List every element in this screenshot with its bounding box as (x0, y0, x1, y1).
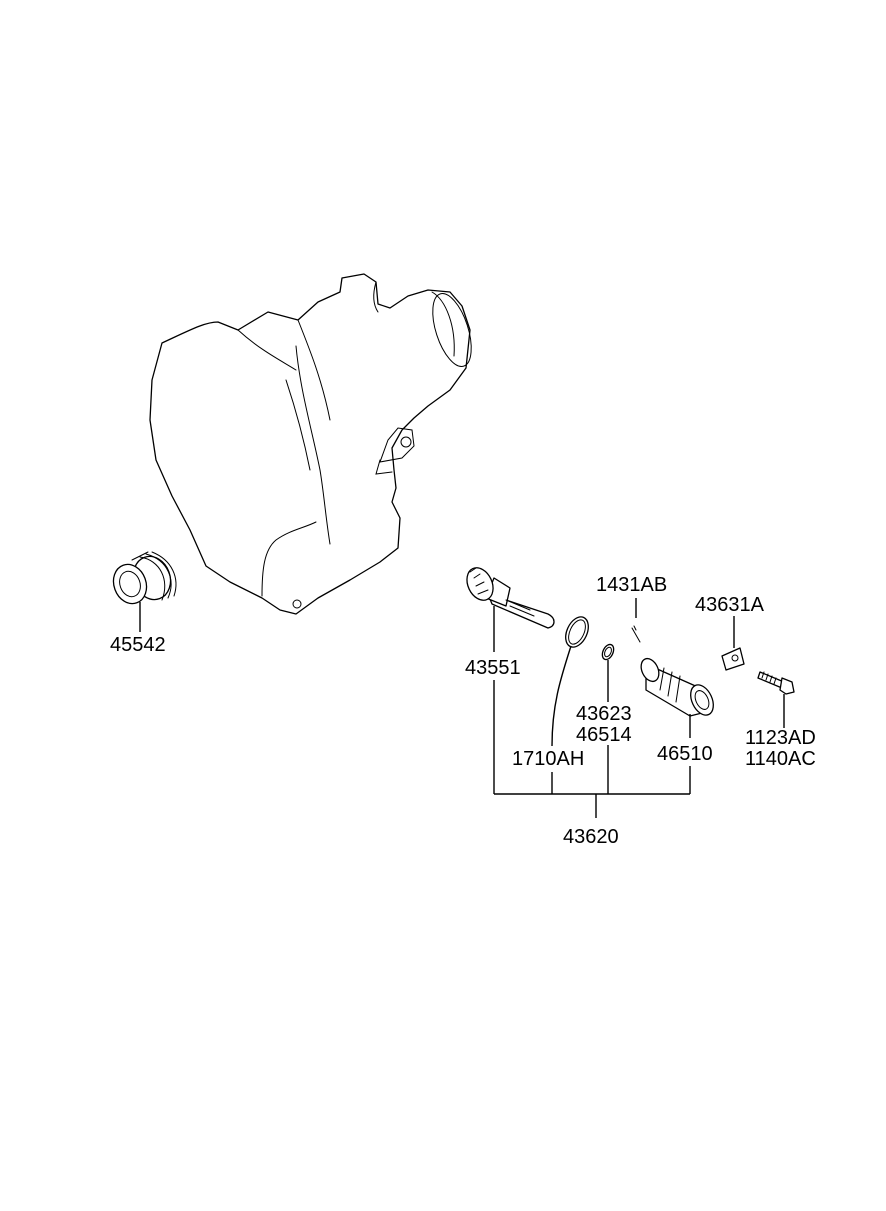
label-46510: 46510 (657, 743, 713, 765)
washer-43623[interactable] (600, 643, 616, 794)
label-43620: 43620 (563, 826, 619, 848)
label-1710AH: 1710AH (512, 748, 584, 770)
label-45542: 45542 (110, 634, 166, 656)
label-43631A: 43631A (695, 594, 765, 616)
transmission-housing[interactable] (149, 273, 479, 615)
label-1123AD: 1123AD (745, 727, 816, 749)
shaft-43551[interactable] (462, 564, 555, 794)
assembly-bracket-43620 (494, 793, 690, 818)
label-1431AB: 1431AB (596, 574, 667, 596)
plate-43631A[interactable] (721, 616, 745, 671)
bolt-1123AD[interactable] (757, 671, 795, 728)
label-43623: 43623 (576, 703, 632, 725)
o-ring-1710AH[interactable] (551, 613, 593, 794)
label-46514: 46514 (576, 724, 632, 746)
label-1140AC: 1140AC (745, 748, 816, 770)
sleeve-46510[interactable] (638, 656, 718, 794)
pin-1431AB[interactable] (631, 598, 641, 643)
boot-45542[interactable] (108, 551, 177, 632)
label-43551: 43551 (465, 657, 521, 679)
